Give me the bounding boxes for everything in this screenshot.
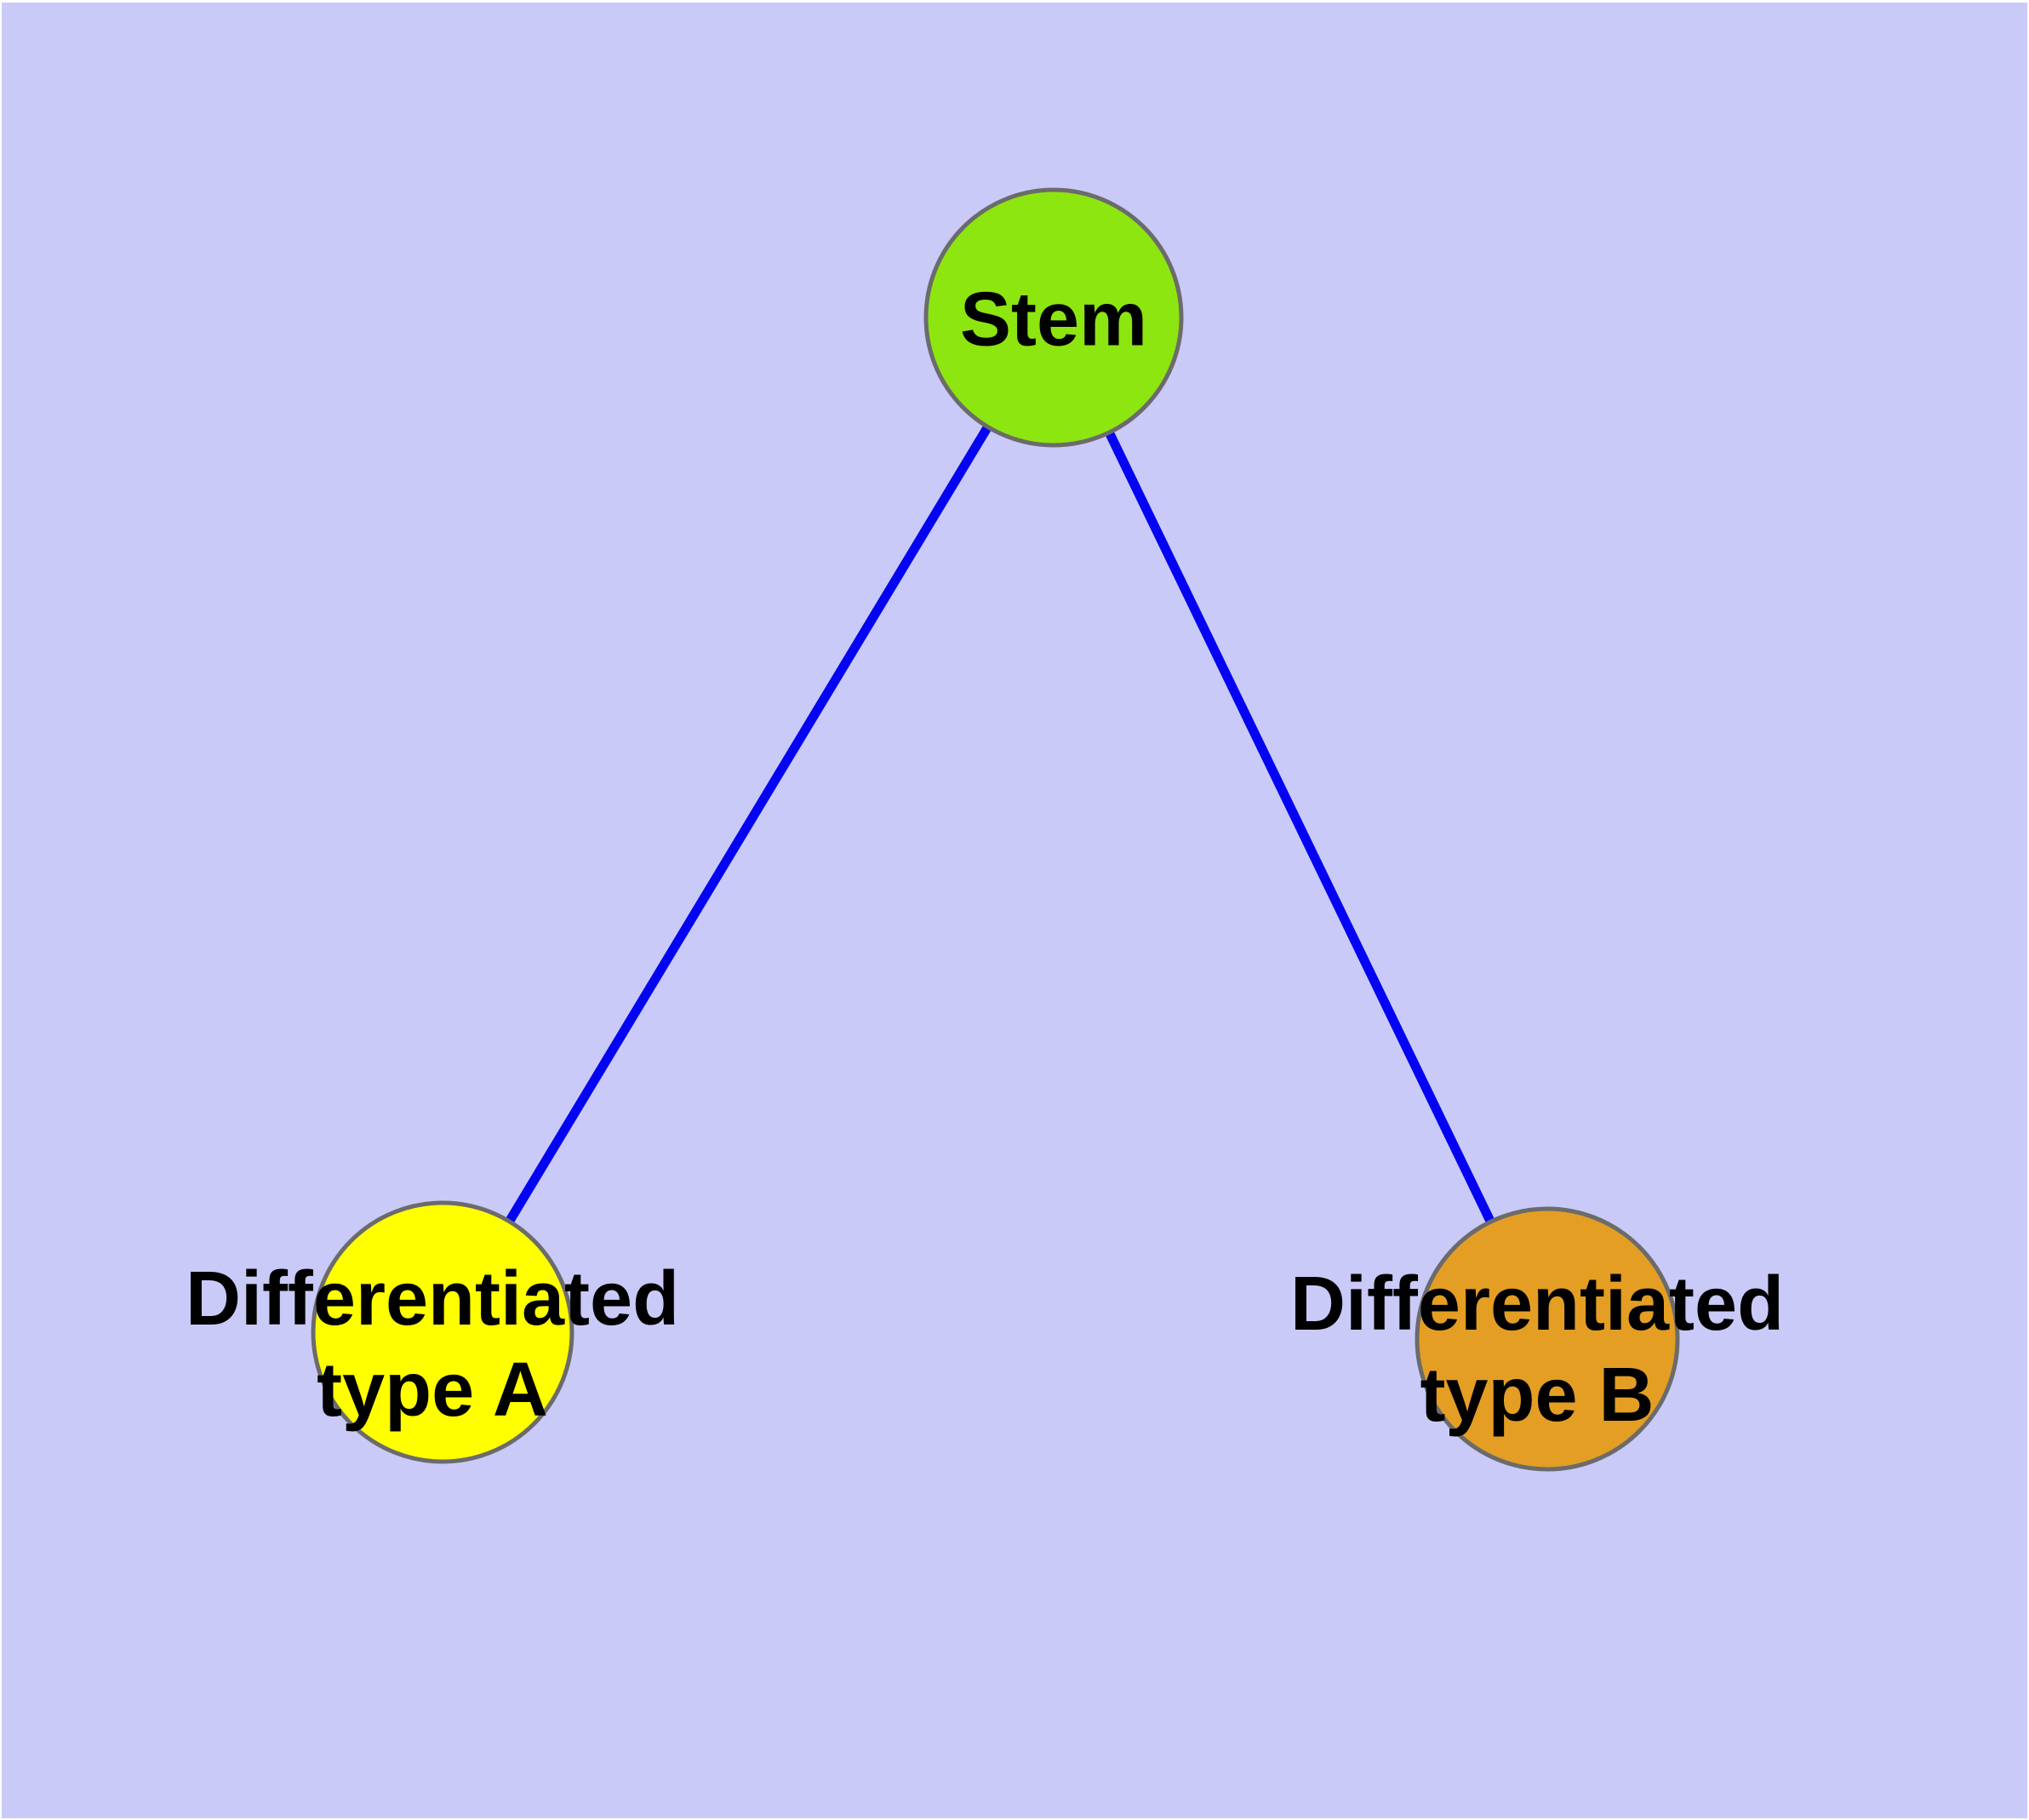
edge-stem-to-type-a: [438, 315, 1058, 1335]
node-stem: [923, 187, 1184, 448]
node-differentiated-type-b: [1415, 1206, 1680, 1472]
node-differentiated-type-a: [311, 1200, 574, 1464]
edge-stem-to-type-b: [1049, 315, 1552, 1342]
